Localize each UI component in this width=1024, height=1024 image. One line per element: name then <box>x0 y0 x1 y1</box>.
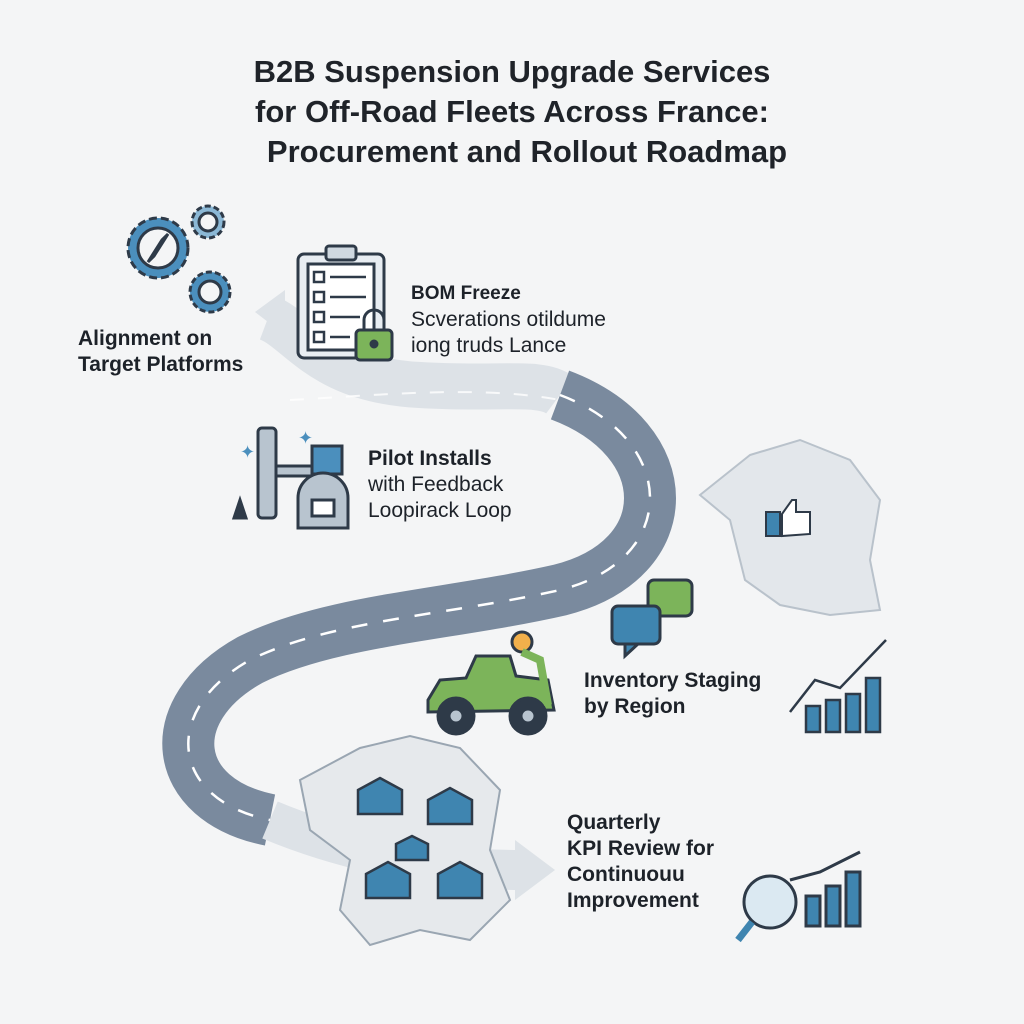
warehouse-icon <box>356 776 404 816</box>
step-bom-freeze-label: BOM Freeze Scverations otildume iong tru… <box>411 281 606 359</box>
step-title-line: Pilot Installs <box>368 447 492 470</box>
warehouse-icon <box>436 860 484 900</box>
warehouse-icon <box>426 786 474 826</box>
gears-compass-icon <box>126 204 232 314</box>
step-title-line: Alignment on <box>78 327 213 350</box>
magnifier-chart-icon <box>735 850 862 943</box>
step-title-line: KPI Review for <box>567 837 715 860</box>
step-title-line: Inventory Staging <box>584 669 762 692</box>
step-title-line: Improvement <box>567 889 699 912</box>
step-pilot-installs-label: Pilot Installs with Feedback Loopirack L… <box>368 446 512 524</box>
step-subtitle-line: iong truds Lance <box>411 334 567 357</box>
step-inventory-staging-label: Inventory Staging by Region <box>584 668 761 720</box>
feedback-bubbles-icon <box>610 578 694 660</box>
step-alignment-label: Alignment on Target Platforms <box>78 326 243 378</box>
step-title-line: Continuouu <box>567 863 685 886</box>
install-tool-icon: ✦ ✦ <box>231 426 350 530</box>
step-title-line: Target Platforms <box>78 353 244 376</box>
step-title-line: Quarterly <box>567 811 661 834</box>
growth-chart-icon <box>789 639 887 734</box>
warehouse-icon <box>364 860 412 900</box>
title-line-3: Procurement and Rollout Roadmap <box>266 134 788 169</box>
offroad-vehicle-mechanic-icon <box>426 630 556 736</box>
page-title: B2B Suspension Upgrade Services for Off-… <box>0 52 1024 172</box>
france-warehouses-map <box>298 734 512 947</box>
svg-text:✦: ✦ <box>240 442 255 462</box>
title-line-2: for Off-Road Fleets Across France: <box>255 94 769 129</box>
step-kpi-review-label: Quarterly KPI Review for Continuouu Impr… <box>567 810 714 914</box>
svg-text:✦: ✦ <box>298 428 313 448</box>
step-title-line: with Feedback <box>368 473 504 496</box>
warehouse-icon <box>394 834 430 862</box>
step-title: BOM Freeze <box>411 283 521 304</box>
title-line-1: B2B Suspension Upgrade Services <box>253 54 771 89</box>
france-map-thumbs-up-icon <box>698 438 882 617</box>
clipboard-lock-icon <box>296 244 394 362</box>
step-title-line: by Region <box>584 695 686 718</box>
step-subtitle-line: Scverations otildume <box>411 308 606 331</box>
step-subtitle: Loopirack Loop <box>368 499 512 522</box>
road-end-arrow <box>515 840 555 900</box>
road-start-arrow <box>255 290 285 335</box>
